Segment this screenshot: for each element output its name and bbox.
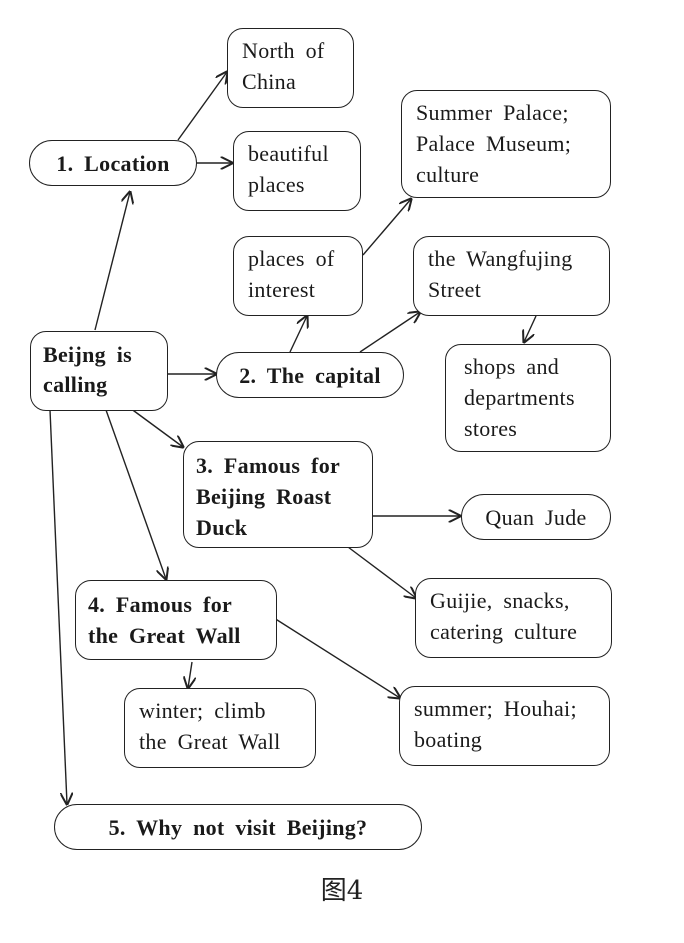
- edge-interest-summer: [362, 199, 411, 256]
- node-summer-palace: Summer Palace; Palace Museum; culture: [401, 90, 611, 198]
- node-beautiful: beautiful places: [233, 131, 361, 211]
- node-duck: 3. Famous for Beijing Roast Duck: [183, 441, 373, 548]
- node-location: 1. Location: [29, 140, 197, 186]
- edge-wall-houhai: [273, 617, 400, 698]
- node-quanjude: Quan Jude: [461, 494, 611, 540]
- edge-root-visit: [49, 409, 67, 804]
- node-houhai: summer; Houhai; boating: [399, 686, 610, 766]
- node-guijie: Guijie, snacks, catering culture: [415, 578, 612, 658]
- edge-wall-winter: [188, 661, 192, 688]
- edge-wangfujing-shops: [524, 315, 537, 342]
- edge-capital-wangfujing: [359, 312, 420, 353]
- figure-caption: 图4: [320, 876, 364, 906]
- node-capital: 2. The capital: [216, 352, 404, 398]
- edge-root-location: [94, 192, 130, 331]
- node-interest: places of interest: [233, 236, 363, 316]
- node-wall: 4. Famous for the Great Wall: [75, 580, 277, 660]
- node-root: Beijng is calling: [30, 331, 168, 411]
- edge-root-duck: [129, 407, 183, 447]
- edge-location-north: [177, 72, 227, 141]
- edge-root-wall: [105, 409, 166, 579]
- node-visit: 5. Why not visit Beijing?: [54, 804, 422, 850]
- node-north: North of China: [227, 28, 354, 108]
- node-winter: winter; climb the Great Wall: [124, 688, 316, 768]
- node-wangfujing: the Wangfujing Street: [413, 236, 610, 316]
- node-shops: shops and departments stores: [445, 344, 611, 452]
- edge-duck-guijie: [347, 546, 416, 598]
- edge-capital-interest: [289, 316, 307, 353]
